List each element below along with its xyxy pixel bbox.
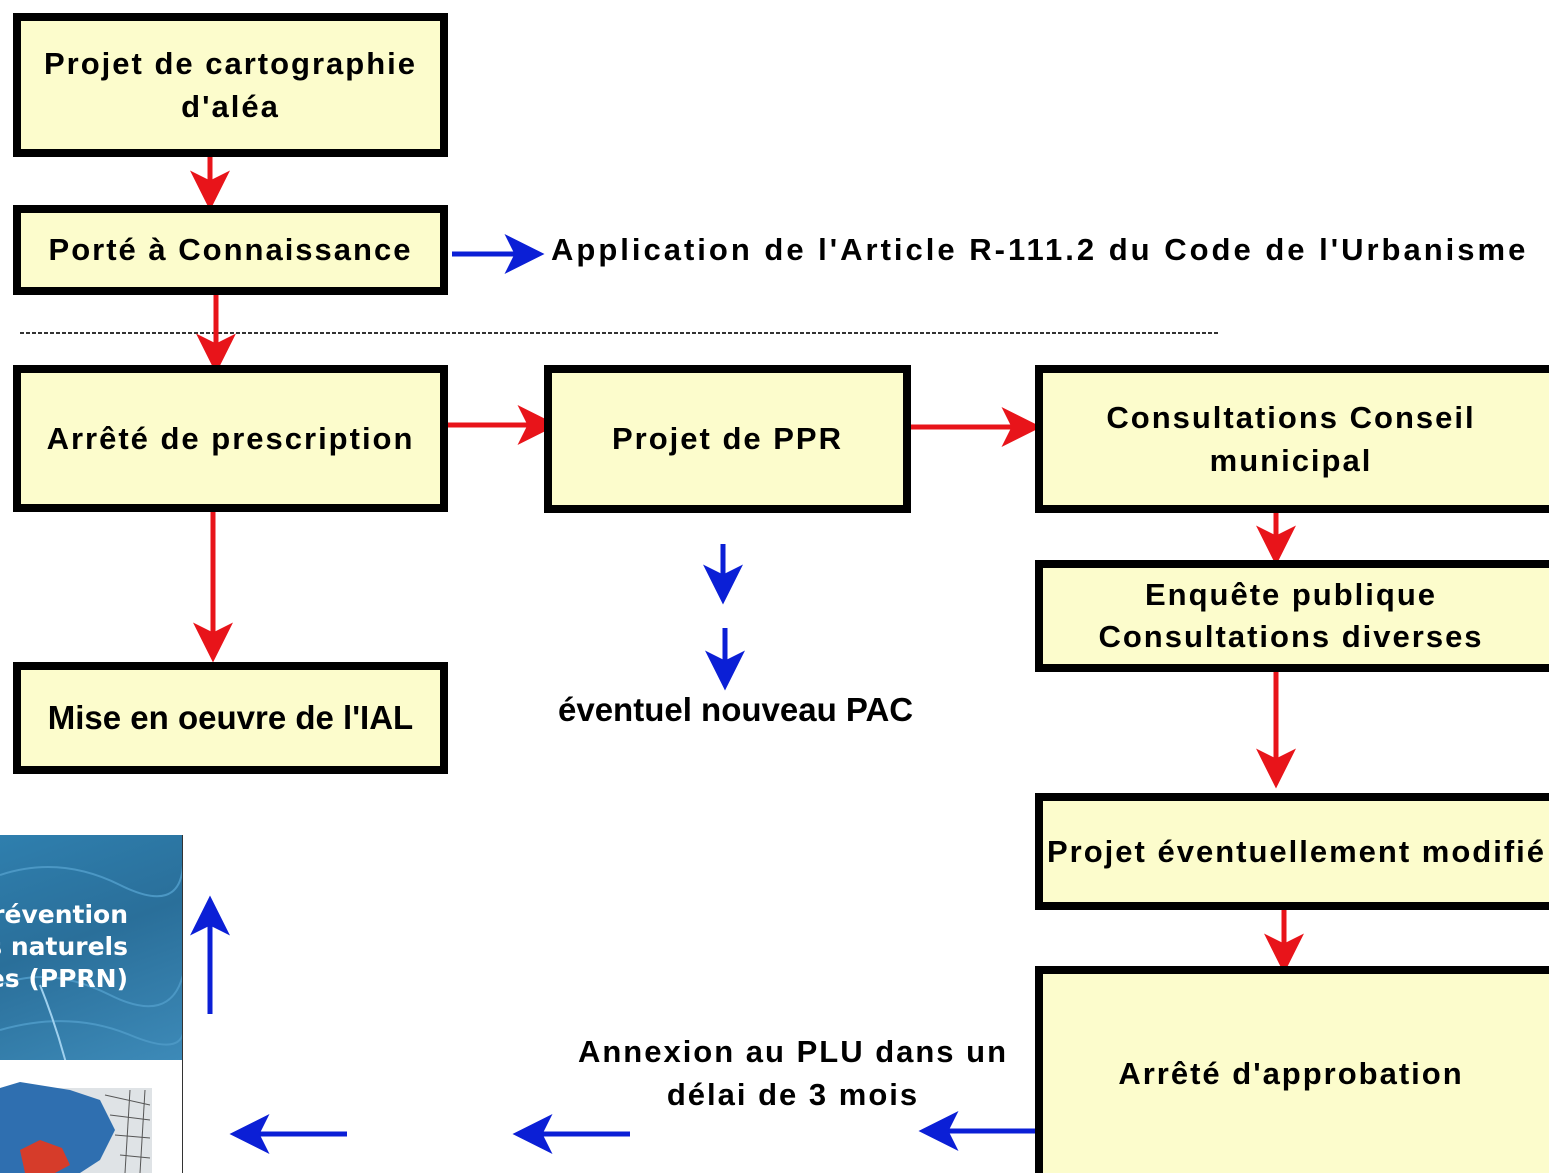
brochure-cover-top: révention s naturels es (PPRN) [0, 835, 182, 1060]
box-projet-ppr: Projet de PPR [544, 365, 911, 513]
box-porte-a-connaissance: Porté à Connaissance [13, 205, 448, 295]
box-projet-modifie: Projet éventuellement modifié [1035, 793, 1549, 910]
box-projet-cartographie-line2: d'aléa [181, 89, 280, 124]
box-enquete-line1: Enquête publique [1144, 577, 1438, 613]
box-projet-cartographie: Projet de cartographie d'aléa [13, 13, 448, 157]
box-consultations-conseil: Consultations Conseil municipal [1035, 365, 1549, 513]
box-arrete-prescription: Arrêté de prescription [13, 365, 448, 512]
box-approbation-label: Arrêté d'approbation [1118, 1055, 1464, 1091]
box-porte-label: Porté à Connaissance [48, 232, 413, 268]
box-enquete-line2: Consultations diverses [1098, 619, 1484, 654]
box-ial-label: Mise en oeuvre de l'IAL [47, 698, 414, 736]
box-projet-cartographie-line1: Projet de cartographie [43, 45, 418, 81]
brochure-title-line3: es (PPRN) [0, 964, 128, 993]
label-annexion-plu: Annexion au PLU dans un délai de 3 mois [568, 1030, 1018, 1116]
brochure-map-image [0, 1082, 152, 1173]
brochure-texture [0, 864, 182, 1060]
pprn-brochure-thumbnail: révention s naturels es (PPRN) [0, 835, 183, 1173]
brochure-title-line1: révention [0, 900, 128, 929]
box-prescription-label: Arrêté de prescription [46, 420, 415, 456]
box-consultations-line2: municipal [1209, 443, 1373, 478]
brochure-map [0, 1060, 182, 1173]
label-eventuel-nouveau-pac: éventuel nouveau PAC [558, 691, 914, 728]
label-application-article: Application de l'Article R-111.2 du Code… [551, 232, 1529, 267]
label-annexion-line1: Annexion au PLU dans un [577, 1034, 1009, 1069]
brochure-title-line2: s naturels [0, 932, 128, 961]
box-projet-modifie-label: Projet éventuellement modifié [1047, 833, 1546, 869]
box-projet-ppr-label: Projet de PPR [612, 421, 843, 457]
box-consultations-line1: Consultations Conseil [1106, 399, 1476, 435]
box-mise-en-oeuvre-ial: Mise en oeuvre de l'IAL [13, 662, 448, 774]
brochure-title: révention s naturels es (PPRN) [0, 899, 128, 995]
label-annexion-line2: délai de 3 mois [666, 1077, 920, 1112]
box-arrete-approbation: Arrêté d'approbation [1035, 966, 1549, 1173]
box-enquete-publique: Enquête publique Consultations diverses [1035, 560, 1549, 672]
